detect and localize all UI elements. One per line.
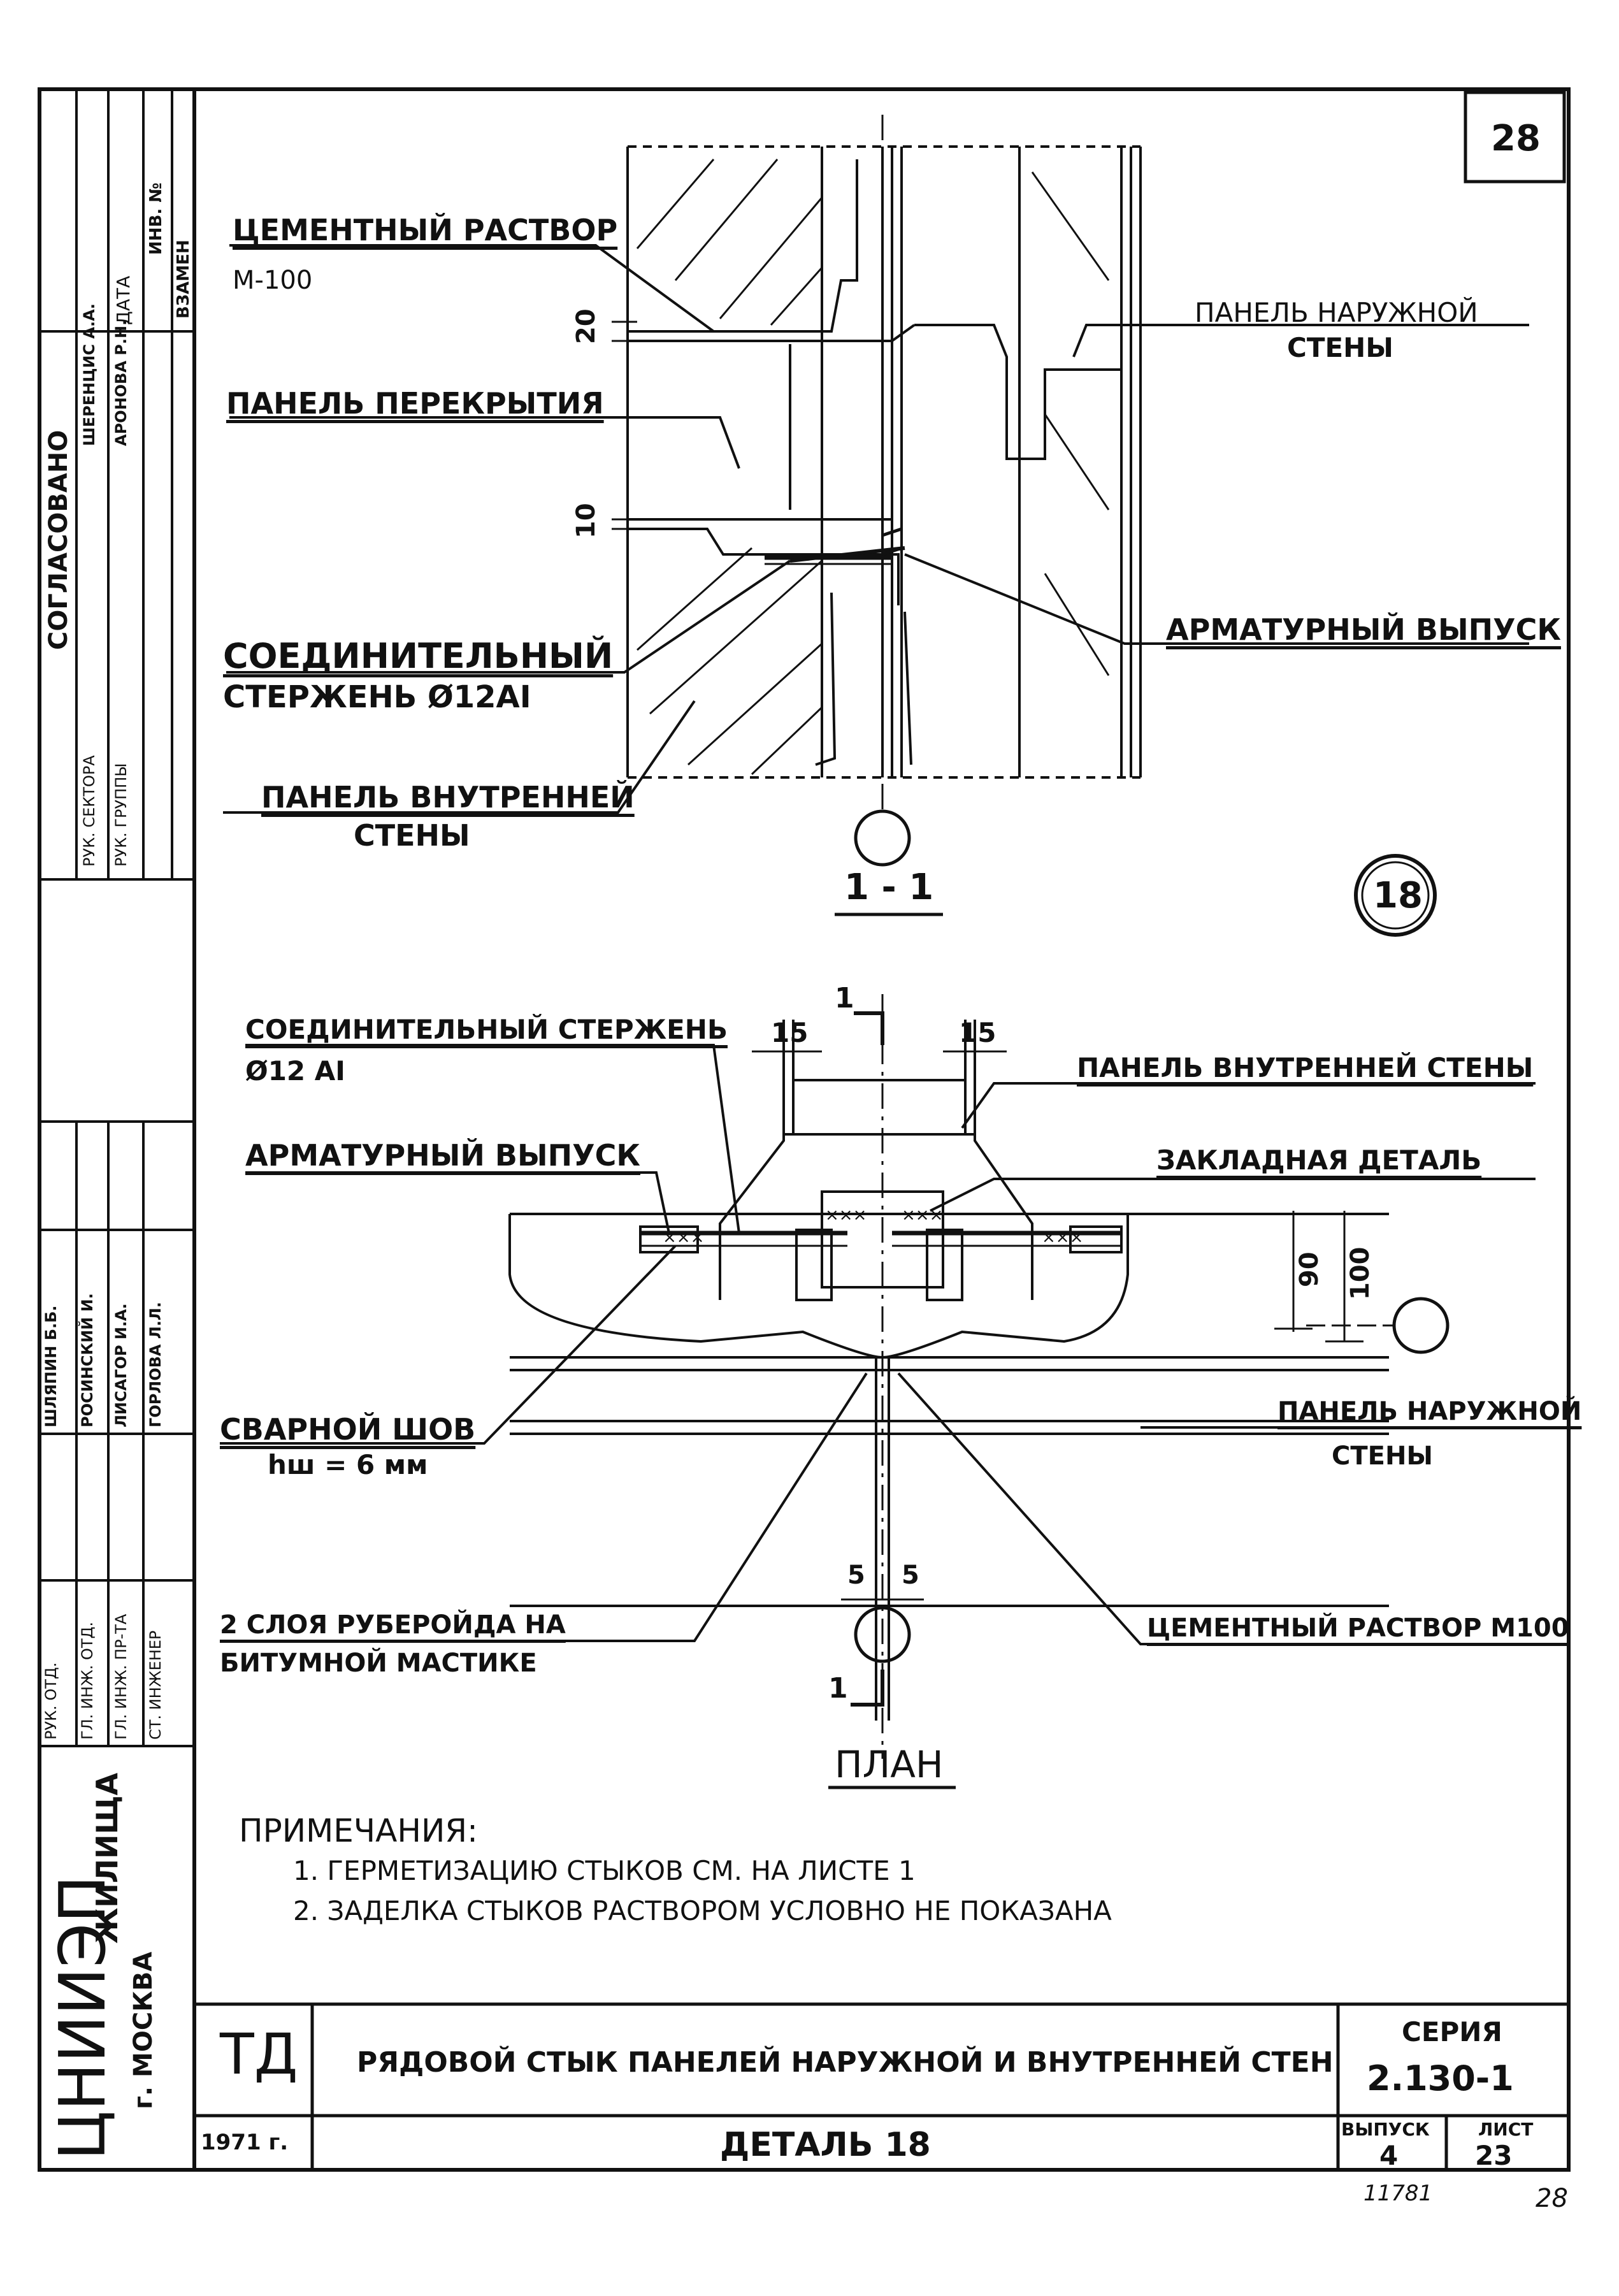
stamp-role-bottom-3: ГЛ. ИНЖ. ПР-ТА (112, 1614, 130, 1740)
label-roofing-2: БИТУМНОЙ МАСТИКЕ (220, 1649, 537, 1678)
sheet-label: ЛИСТ (1478, 2119, 1534, 2140)
cut-mark-top-label: 1 (835, 982, 854, 1014)
series-label: СЕРИЯ (1402, 2016, 1502, 2047)
stamp-role-top-2: РУК. ГРУППЫ (112, 763, 130, 867)
stamp-name-bottom-2: РОСИНСКИЙ И. (78, 1293, 96, 1427)
inventory-number: 11781 (1364, 2181, 1433, 2206)
stamp-heading-replace: ВЗАМЕН (174, 240, 193, 319)
cut-mark-bottom-label: 1 (828, 1672, 848, 1705)
label-embedded-part: ЗАКЛАДНАЯ ДЕТАЛЬ (1156, 1144, 1482, 1176)
dim-20: 20 (572, 308, 601, 344)
section-dimensions (612, 321, 637, 530)
label-connector-plan-1: СОЕДИНИТЕЛЬНЫЙ СТЕРЖЕНЬ (245, 1014, 728, 1045)
label-weld-seam: СВАРНОЙ ШОВ (220, 1412, 476, 1447)
stamp-name-top-2: АРОНОВА Р.Н. (112, 319, 130, 446)
section-1-1-geometry (626, 145, 1142, 779)
title-block-code: ТД (220, 2021, 298, 2087)
plan-dimensions (752, 1039, 1376, 1619)
sheet-number-box (1464, 90, 1566, 184)
label-connector-section-2: СТЕРЖЕНЬ Ø12AI (223, 679, 531, 715)
label-rebar-outlet-plan: АРМАТУРНЫЙ ВЫПУСК (245, 1138, 640, 1173)
issue-label: ВЫПУСК (1341, 2119, 1430, 2140)
dim-15-right: 15 (959, 1017, 997, 1048)
label-inner-panel-plan: ПАНЕЛЬ ВНУТРЕННЕЙ СТЕНЫ (1077, 1052, 1534, 1083)
label-roofing-1: 2 СЛОЯ РУБЕРОЙДА НА (220, 1610, 566, 1640)
label-connector-section-1: СОЕДИНИТЕЛЬНЫЙ (223, 636, 614, 676)
cut-mark-bottom (851, 1670, 884, 1707)
dim-15-left: 15 (771, 1017, 809, 1048)
label-outer-panel-1: ПАНЕЛЬ НАРУЖНОЙ (1195, 297, 1478, 328)
plan-leaders (220, 1044, 1542, 1645)
org-city: г. МОСКВА (129, 1951, 158, 2109)
org-rest: ЖИЛИЩА (90, 1772, 124, 1944)
outer-frame (38, 87, 1571, 2172)
stamp-name-top-1: ШЕРЕНЦИС А.А. (80, 303, 98, 446)
detail-number-circle (1354, 854, 1437, 937)
title-block-year: 1971 г. (201, 2130, 289, 2155)
series-value: 2.130-1 (1367, 2058, 1514, 2098)
sheet-value: 23 (1475, 2140, 1513, 2171)
title-block-grid (194, 2002, 1569, 2170)
sheet-number: 28 (1491, 118, 1541, 159)
note-item-1: 1. ГЕРМЕТИЗАЦИЮ СТЫКОВ СМ. НА ЛИСТЕ 1 (293, 1855, 916, 1886)
stamp-role-bottom-2: ГЛ. ИНЖ. ОТД. (78, 1622, 96, 1740)
dim-10: 10 (572, 503, 601, 538)
svg-text:×××: ××× (1042, 1228, 1083, 1247)
stamp-heading-agreed: СОГЛАСОВАНО (44, 430, 73, 650)
dim-5-left: 5 (847, 1561, 865, 1590)
plan-title: ПЛАН (835, 1743, 944, 1786)
label-inner-panel-section-1: ПАНЕЛЬ ВНУТРЕННЕЙ (261, 780, 635, 814)
stamp-role-top-1: РУК. СЕКТОРА (80, 755, 98, 867)
stamp-name-bottom-1: ШЛЯПИН Б.Б. (42, 1305, 60, 1428)
label-cement-plan: ЦЕМЕНТНЫЙ РАСТВОР М100 (1147, 1614, 1569, 1643)
stamp-role-bottom-1: РУК. ОТД. (42, 1662, 60, 1740)
svg-text:×××: ××× (825, 1206, 867, 1225)
issue-value: 4 (1379, 2140, 1399, 2171)
stamp-heading-inv: ИНВ. № (147, 182, 166, 255)
side-stamp-grid (40, 89, 194, 1747)
label-rebar-outlet-section: АРМАТУРНЫЙ ВЫПУСК (1166, 612, 1561, 647)
stamp-role-bottom-4: СТ. ИНЖЕНЕР (147, 1630, 164, 1740)
dim-5-right: 5 (902, 1561, 919, 1590)
label-cement-grade: М-100 (233, 266, 313, 295)
label-outer-panel-2: СТЕНЫ (1287, 332, 1393, 363)
plan-weld-marks: ××× ××× ××× ××× (663, 1206, 1083, 1247)
label-weld-size: hш = 6 мм (268, 1449, 428, 1480)
label-outer-panel-plan-1: ПАНЕЛЬ НАРУЖНОЙ (1277, 1397, 1582, 1426)
stamp-name-bottom-3: ЛИСАГОР И.А. (112, 1303, 130, 1427)
title-block-detail: ДЕТАЛЬ 18 (720, 2126, 931, 2164)
section-leaders (223, 244, 1529, 814)
stamp-name-bottom-4: ГОРЛОВА Л.Л. (147, 1302, 164, 1427)
note-item-2: 2. ЗАДЕЛКА СТЫКОВ РАСТВОРОМ УСЛОВНО НЕ П… (293, 1895, 1112, 1926)
section-axis-marker (854, 809, 911, 867)
section-title: 1 - 1 (844, 867, 934, 908)
detail-number: 18 (1373, 875, 1423, 916)
title-block-title: РЯДОВОЙ СТЫК ПАНЕЛЕЙ НАРУЖНОЙ И ВНУТРЕНН… (357, 2046, 1334, 2079)
dim-100: 100 (1346, 1246, 1375, 1301)
cut-mark-top (854, 1011, 884, 1045)
notes-heading: ПРИМЕЧАНИЯ: (239, 1812, 478, 1849)
plan-axis-marker (854, 1606, 911, 1663)
label-cement-mortar: ЦЕМЕНТНЫЙ РАСТВОР (233, 213, 618, 247)
outer-axis-marker (1392, 1297, 1450, 1354)
label-inner-panel-section-2: СТЕНЫ (354, 818, 470, 853)
stamp-heading-date: ДАТА (113, 275, 134, 325)
section-concrete-hatching (636, 159, 1110, 776)
label-floor-panel: ПАНЕЛЬ ПЕРЕКРЫТИЯ (226, 386, 604, 421)
label-connector-plan-2: Ø12 AI (245, 1055, 345, 1087)
label-outer-panel-plan-2: СТЕНЫ (1332, 1441, 1433, 1471)
dim-90: 90 (1295, 1252, 1324, 1287)
footer-page-number: 28 (1536, 2184, 1568, 2213)
plan-geometry (508, 1020, 1389, 1721)
